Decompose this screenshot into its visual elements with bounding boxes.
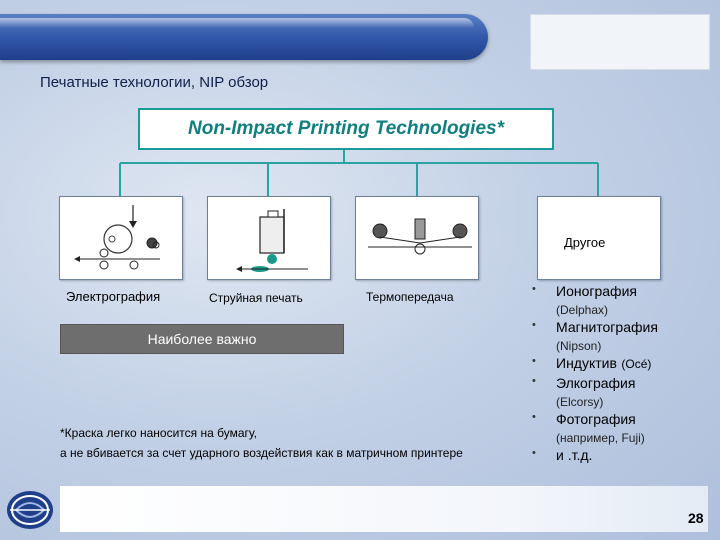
list-item: • и .т.д. [532, 447, 658, 465]
bullet: • [532, 375, 536, 387]
developer-roller-icon [146, 237, 158, 249]
bullet: • [532, 283, 536, 295]
thermal-illustration [368, 218, 472, 255]
list-item-name: Ионография [556, 283, 637, 299]
bullet: • [532, 447, 536, 459]
ink-drop-icon [267, 254, 277, 264]
bullet: • [532, 319, 536, 331]
list-item: • Ионография [532, 283, 658, 301]
footer-bar [60, 486, 708, 532]
label-electrography: Электрография [66, 289, 161, 304]
main-node: Non-Impact Printing Technologies* [138, 108, 554, 150]
list-item-name: Элкография [556, 375, 636, 391]
list-item-name: Магнитография [556, 319, 658, 335]
card-other: Другое [537, 196, 661, 280]
label-inkjet: Струйная печать [209, 291, 303, 305]
footnote-line-1: *Краска легко наносится на бумагу, [60, 426, 258, 440]
card-thermal-transfer [355, 196, 479, 280]
takeup-roll-icon [452, 223, 468, 239]
list-item-detail-inline: (Océ) [621, 357, 652, 371]
supply-roll-icon [372, 223, 388, 239]
list-item-name: Фотография [556, 411, 636, 427]
footnote-line-2: а не вбивается за счет ударного воздейст… [60, 446, 463, 460]
card-electrography [59, 196, 183, 280]
list-item-detail: (Nipson) [556, 339, 602, 353]
bullet: • [532, 355, 536, 367]
list-item: • Элкография [532, 375, 658, 393]
list-item-detail: (например, Fuji) [556, 431, 645, 445]
list-item-name: и .т.д. [556, 447, 593, 463]
drum-icon [103, 224, 133, 254]
list-item-name: Индуктив [556, 355, 617, 371]
list-item: • Фотография [532, 411, 658, 429]
card-inkjet [207, 196, 331, 280]
electrography-illustration [74, 205, 160, 270]
list-item: • Магнитография [532, 319, 658, 337]
list-item: • Индуктив (Océ) [532, 355, 658, 373]
company-logo-icon [7, 491, 53, 529]
corporate-logo-placeholder [530, 14, 710, 70]
other-technologies-list: • Ионография (Delphax) • Магнитография (… [532, 283, 658, 465]
card-other-label: Другое [564, 235, 606, 250]
header-bar [0, 14, 488, 60]
list-item-detail: (Delphax) [556, 303, 609, 317]
page-number: 28 [688, 510, 704, 526]
page-title: Печатные технологии, NIP обзор [40, 74, 269, 91]
list-item-detail: (Elcorsy) [556, 395, 604, 409]
thermal-head-icon [414, 218, 426, 240]
main-node-label: Non-Impact Printing Technologies* [188, 118, 504, 139]
print-head-icon [259, 216, 285, 254]
most-important-bar: Наиболее важно [60, 324, 344, 354]
bullet: • [532, 411, 536, 423]
inkjet-illustration [236, 209, 308, 272]
label-thermal-transfer: Термопередача [366, 290, 454, 304]
most-important-label: Наиболее важно [147, 331, 257, 347]
